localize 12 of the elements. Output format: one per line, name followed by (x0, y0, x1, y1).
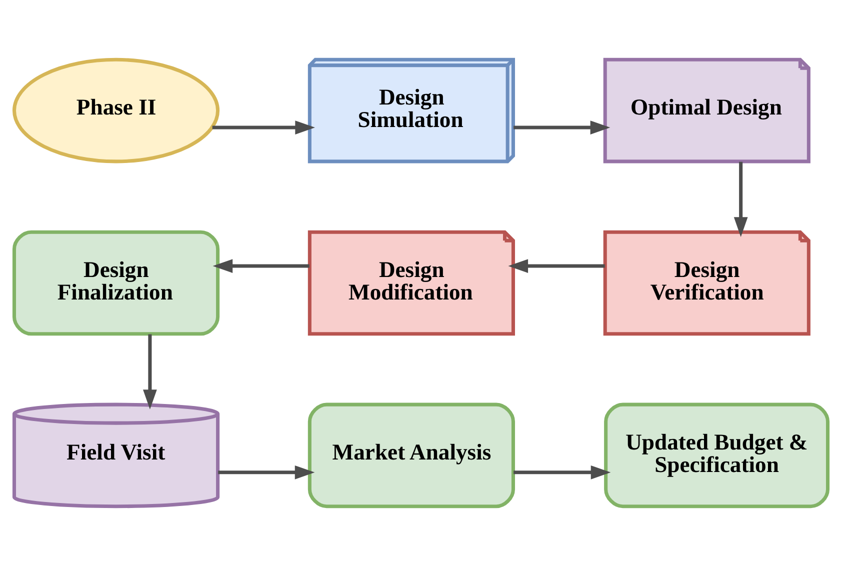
arrow (143, 334, 157, 410)
node-ellipse: Phase II (12, 58, 220, 164)
arrow (734, 162, 748, 237)
arrow (218, 465, 315, 480)
node-box: Updated Budget & Specification (604, 402, 830, 508)
arrow (212, 259, 310, 273)
arrow (508, 259, 605, 273)
arrow (212, 120, 316, 134)
arrow (514, 465, 611, 480)
node-box: Design Finalization (12, 230, 220, 336)
node-box: Market Analysis (308, 402, 515, 508)
arrow (514, 120, 610, 134)
